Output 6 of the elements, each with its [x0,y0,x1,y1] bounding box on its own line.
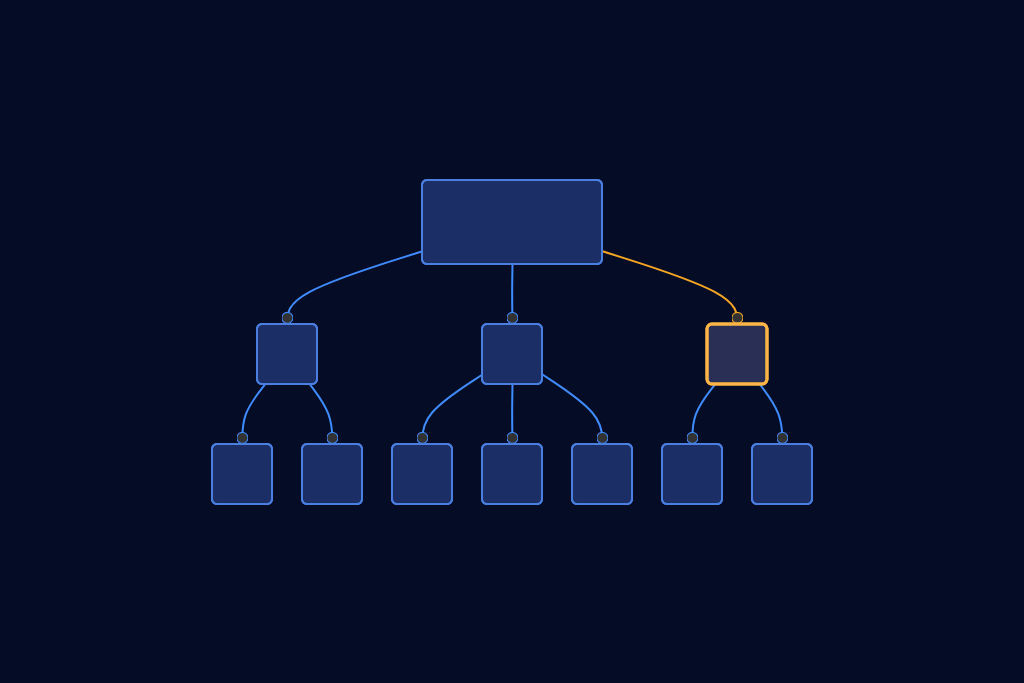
connector [506,383,519,445]
connector [309,383,339,445]
connector [236,383,266,445]
connector [506,263,519,325]
connector [759,383,789,445]
connector [686,383,716,445]
